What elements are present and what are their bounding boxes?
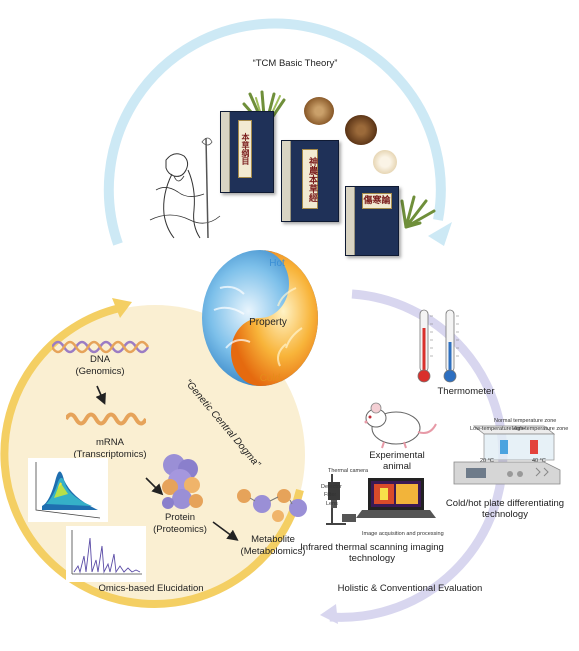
protein-blob-icon xyxy=(162,454,203,509)
protein-label: Protein xyxy=(164,512,196,523)
thermometer-label: Thermometer xyxy=(437,386,495,397)
tcm-theory-title: “TCM Basic Theory” xyxy=(252,58,338,69)
book-shanghanlun: 傷寒論 xyxy=(345,186,399,256)
rat-icon xyxy=(364,402,437,449)
camera-caption: Image acquisition and processing xyxy=(362,531,444,537)
book-title: 傷寒論 xyxy=(362,193,392,209)
sage-sketch-icon xyxy=(136,130,236,240)
property-label: Property xyxy=(249,317,287,328)
dried-herb-slices-icon xyxy=(373,150,397,174)
camera-part-label: Filter xyxy=(324,492,337,498)
cold-label: Cold xyxy=(259,373,281,384)
plate-high-zone: High-temperature zone xyxy=(512,426,569,432)
book-shennong-bencaojing: 神農本草經 xyxy=(281,140,339,222)
plate-low-temp: 20 °C xyxy=(480,458,494,464)
herb-leaf-icon xyxy=(400,195,436,229)
dried-herb-slices-icon xyxy=(345,115,377,145)
dna-label: DNA xyxy=(89,354,111,365)
mrna-label: mRNA xyxy=(96,437,124,448)
hot-cold-plate-icon xyxy=(453,425,561,485)
metabolite-molecules-icon xyxy=(237,489,307,522)
thermometer-icon xyxy=(417,309,459,383)
book-bencao-gangmu: 本草纲目 xyxy=(220,111,274,193)
yin-yang-icon xyxy=(202,250,318,386)
thermal-camera-laptop-icon xyxy=(326,474,436,525)
mass-spectrum-icon xyxy=(66,526,146,582)
plate-low-zone: Low-temperature zone xyxy=(470,426,526,432)
plate-normal-zone: Normal temperature zone xyxy=(494,418,557,424)
dried-herb-slices-icon xyxy=(304,97,334,125)
spectrum-3d-plot-icon xyxy=(28,458,108,522)
omics-title: Omics-based Elucidation xyxy=(98,583,204,594)
metabolite-label: Metabolite xyxy=(251,534,295,545)
plate-high-temp: 40 °C xyxy=(532,458,546,464)
genomics-label: (Genomics) xyxy=(75,366,125,377)
evaluation-ring-arrowhead xyxy=(320,604,338,624)
metabolomics-label: (Metabolomics) xyxy=(240,546,306,557)
proteomics-label: (Proteomics) xyxy=(153,524,207,535)
camera-part-label: Thermal camera xyxy=(328,468,369,474)
omics-ring-arrowhead xyxy=(112,298,132,318)
mrna-strand-icon xyxy=(66,412,146,426)
hot-label: Hot xyxy=(269,258,285,269)
camera-part-label: Lens xyxy=(326,501,338,507)
tcm-ring-arrowhead xyxy=(428,222,452,246)
dna-helix-icon xyxy=(52,340,150,354)
tcm-ring xyxy=(103,18,446,246)
camera-part-label: Detector xyxy=(321,484,342,490)
omics-ring xyxy=(0,304,304,608)
evaluation-title: Holistic & Conventional Evaluation xyxy=(337,583,483,594)
book-title: 神農本草經 xyxy=(302,149,318,209)
transcriptomics-label: (Transcriptomics) xyxy=(73,449,147,460)
book-title: 本草纲目 xyxy=(238,120,252,178)
